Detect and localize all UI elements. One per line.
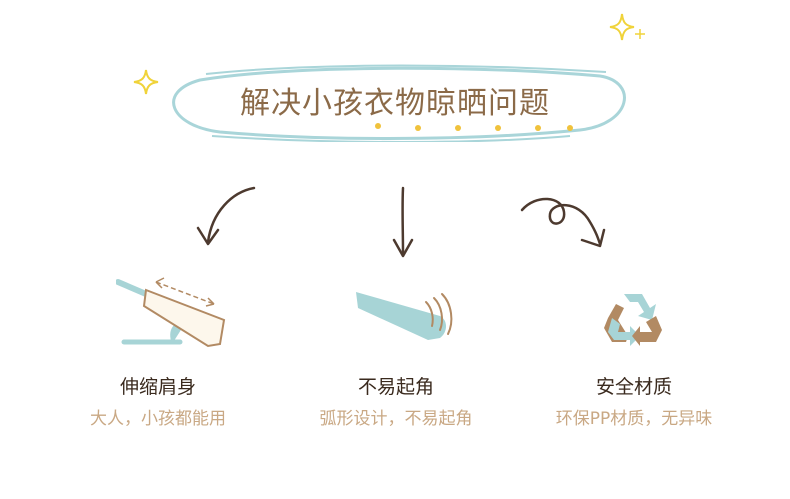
loop-arrow-icon: [520, 197, 606, 248]
extendable-hanger-icon: [116, 277, 226, 348]
feature-sublabel: 弧形设计，不易起角: [319, 409, 473, 429]
feature-sublabel: 环保PP材质，无异味: [555, 409, 713, 429]
down-arrow-icon: [392, 186, 414, 258]
page-title: 解决小孩衣物晾晒问题: [240, 86, 550, 121]
feature-label: 安全材质: [595, 376, 672, 398]
small-sparkle-icon: [635, 29, 645, 39]
feature-sublabel: 大人，小孩都能用: [90, 409, 226, 429]
curved-arrow-icon: [196, 186, 256, 246]
oval-outline: [172, 64, 626, 142]
feature-label: 伸缩肩身: [119, 376, 196, 398]
curved-shoulder-icon: [356, 292, 453, 340]
sparkle-icon: [609, 13, 635, 41]
title-banner: 解决小孩衣物晾晒问题: [160, 62, 630, 142]
recycle-icon: [604, 294, 662, 346]
feature-label: 不易起角: [357, 376, 434, 398]
sparkle-icon: [133, 69, 159, 95]
